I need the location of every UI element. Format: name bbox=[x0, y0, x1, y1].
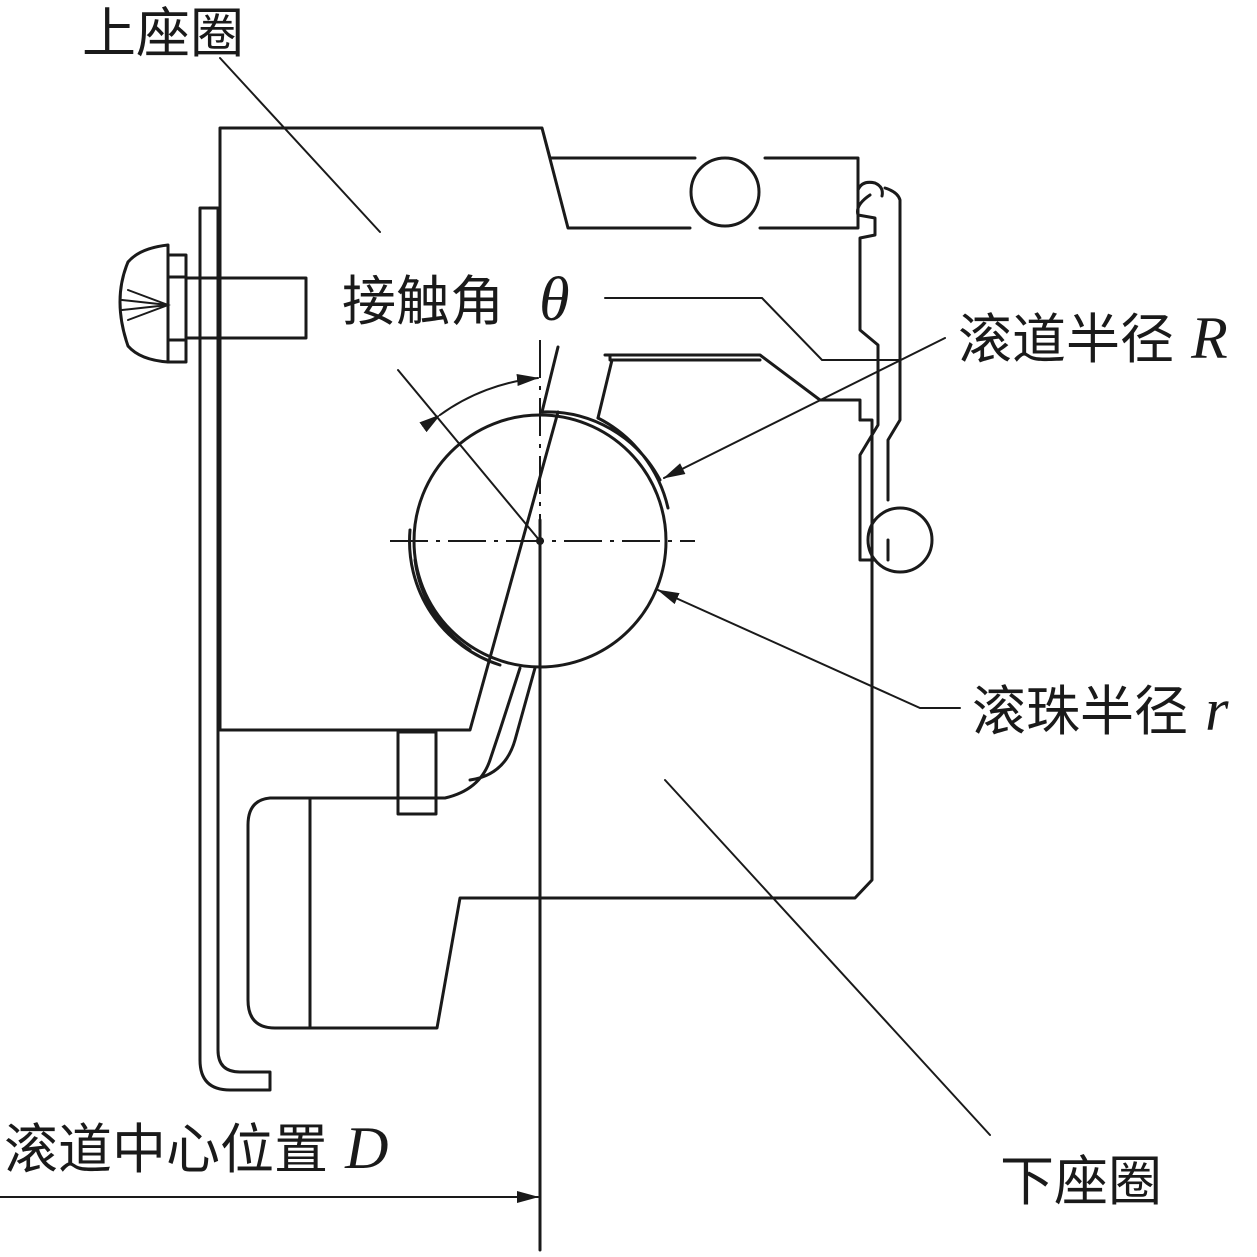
raceway-groove-lower bbox=[408, 528, 502, 667]
raceway-radius-text: 滚道半径 bbox=[958, 308, 1174, 371]
bolt-shank bbox=[184, 276, 308, 340]
upper-race-leader bbox=[219, 57, 381, 233]
contact-angle-text: 接触角 bbox=[342, 270, 504, 333]
raceway-center-symbol: D bbox=[344, 1115, 388, 1181]
ball-radius-label: 滚珠半径 r bbox=[972, 677, 1229, 743]
upper-raceway-channel bbox=[540, 345, 614, 420]
raceway-radius-symbol: R bbox=[1190, 305, 1228, 371]
raceway-groove-upper bbox=[540, 410, 670, 510]
bolt-washer-top bbox=[166, 253, 188, 279]
lower-raceway-channel bbox=[246, 666, 537, 1030]
raceway-radius-leader bbox=[663, 337, 946, 479]
bolt-head-detail bbox=[121, 289, 171, 321]
lower-race-label: 下座圈 bbox=[1000, 1150, 1162, 1213]
ball-radius-text: 滚珠半径 bbox=[972, 680, 1188, 743]
outer-shell bbox=[198, 206, 272, 1092]
contact-line bbox=[397, 369, 541, 542]
lower-race-shoulder bbox=[608, 353, 762, 362]
right-seal-lip bbox=[856, 186, 902, 562]
upper-race-bore-step bbox=[603, 353, 862, 422]
contact-angle-label: 接触角 θ bbox=[342, 266, 570, 334]
upper-seal-ring bbox=[689, 156, 761, 228]
upper-race-outline bbox=[218, 126, 860, 732]
upper-race-label: 上座圈 bbox=[82, 2, 244, 65]
seal-hook-top bbox=[856, 180, 884, 198]
raceway-radius-label: 滚道半径 R bbox=[958, 305, 1228, 371]
lower-race-leader bbox=[664, 779, 991, 1136]
theta-symbol: θ bbox=[539, 266, 569, 334]
raceway-center-label: 滚道中心位置 D bbox=[4, 1115, 389, 1181]
contact-angle-leader bbox=[604, 297, 901, 361]
lower-race-key bbox=[396, 730, 438, 816]
lower-race-outline bbox=[308, 418, 874, 1030]
bolt-washer-bottom bbox=[166, 338, 188, 364]
lower-seal-ring bbox=[866, 506, 934, 574]
bolt-head bbox=[118, 243, 170, 364]
ball-radius-leader bbox=[657, 589, 961, 709]
raceway-center-text: 滚道中心位置 bbox=[4, 1118, 328, 1181]
ball-radius-symbol: r bbox=[1205, 677, 1229, 743]
contact-angle-arc bbox=[419, 374, 539, 433]
